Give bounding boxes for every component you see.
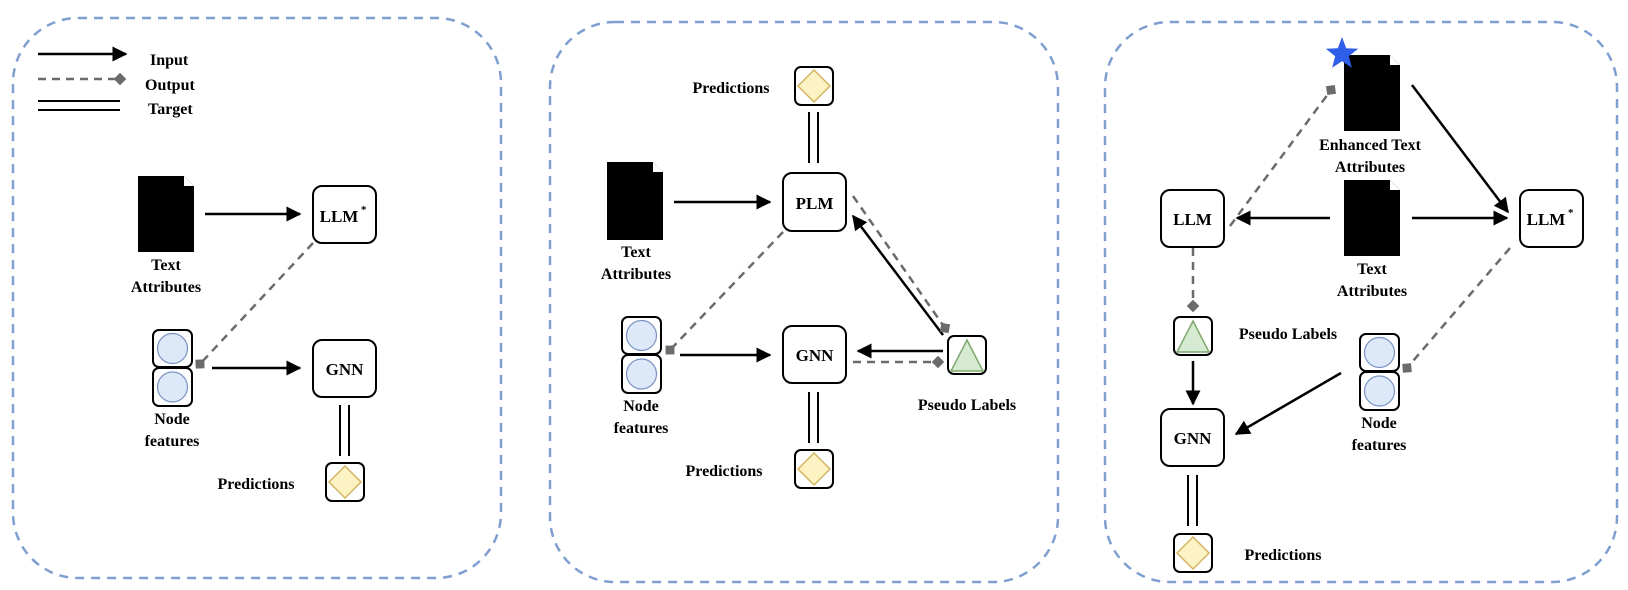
- llm-star-box: [312, 185, 377, 244]
- gnn-label-p2: GNN: [796, 346, 835, 365]
- prediction-top-diamond-icon: [796, 68, 832, 104]
- llm-left-output-to-enhanced-line: [1228, 84, 1337, 227]
- llm-right-output-to-node-line: [1402, 247, 1511, 373]
- llm-right-mark: *: [1568, 207, 1574, 219]
- gnn-label: GNN: [326, 360, 365, 379]
- node-to-gnn-arrow-p3: [1234, 371, 1342, 436]
- plm-output-to-pseudo-line: [851, 195, 951, 334]
- text-attributes-document-icon-2: [607, 162, 663, 240]
- panel-3-border: [1103, 20, 1619, 584]
- node-features-label-p3: Node: [1361, 415, 1397, 432]
- predictions-label-p3: Predictions: [1244, 547, 1321, 564]
- node-features-label-p3-2: features: [1352, 437, 1407, 454]
- prediction-bottom-diamond-icon: [796, 451, 832, 487]
- panel-2: Predictions Text Attributes PLM Node fea…: [548, 20, 1060, 584]
- node-features-label: Node: [154, 411, 190, 428]
- prediction-diamond-icon: [327, 464, 363, 500]
- panel-2-border: [548, 20, 1060, 584]
- star-icon: [1325, 37, 1359, 68]
- pseudo-labels-label-p2: Pseudo Labels: [918, 397, 1016, 414]
- llm-left-box: [1160, 189, 1225, 248]
- prediction-diamond-icon-p3: [1175, 535, 1211, 571]
- text-attributes-document-icon: [138, 176, 194, 252]
- text-attributes-label-p2-2: Attributes: [601, 266, 671, 283]
- panel-3: Enhanced Text Attributes Text Attributes…: [1103, 20, 1619, 584]
- node-features-label-2: features: [145, 433, 200, 450]
- gnn-box: [312, 339, 377, 398]
- gnn-box-p2: [782, 325, 847, 384]
- llm-right-label: LLM: [1527, 210, 1566, 229]
- plm-label: PLM: [796, 194, 834, 213]
- legend: Input Output Target: [38, 46, 195, 118]
- enhanced-text-label-2: Attributes: [1335, 159, 1405, 176]
- node-feature-circle-2: [156, 371, 189, 403]
- node-feature-circle-1: [156, 332, 189, 365]
- node-feature-circle-p3-1: [1363, 336, 1396, 369]
- pseudo-label-triangle-icon-p3: [1175, 319, 1211, 353]
- enhanced-to-llm-right-arrow: [1411, 84, 1509, 214]
- enhanced-text-document-icon: [1344, 55, 1400, 131]
- node-feature-circle-p2-1: [625, 319, 658, 352]
- text-attributes-label-2: Attributes: [131, 279, 201, 296]
- pseudo-label-triangle-icon: [949, 338, 985, 372]
- legend-output-label: Output: [145, 77, 195, 94]
- panel-1: Input Output Target Text Attributes LLM …: [11, 16, 503, 580]
- pseudo-to-plm-arrow: [852, 214, 944, 336]
- predictions-bottom-label: Predictions: [685, 463, 762, 480]
- node-feature-circle-p2-2: [625, 358, 658, 390]
- node-features-label-p2: Node: [623, 398, 659, 415]
- legend-input-label: Input: [150, 52, 189, 69]
- node-features-label-p2-2: features: [614, 420, 669, 437]
- text-attributes-label-p3: Text: [1357, 261, 1387, 278]
- llm-star-right-box: [1519, 189, 1584, 248]
- llm-mark: *: [361, 204, 367, 216]
- gnn-label-p3: GNN: [1174, 429, 1213, 448]
- text-attributes-document-icon-3: [1344, 180, 1400, 256]
- text-attributes-label-p2: Text: [621, 244, 651, 261]
- pseudo-labels-label-p3: Pseudo Labels: [1239, 326, 1337, 343]
- gnn-box-p3: [1160, 408, 1225, 467]
- plm-box: [782, 172, 847, 232]
- legend-target-label: Target: [148, 101, 193, 118]
- predictions-label: Predictions: [217, 476, 294, 493]
- llm-left-label: LLM: [1173, 210, 1212, 229]
- plm-output-to-node-line: [665, 231, 784, 355]
- text-attributes-label: Text: [151, 257, 181, 274]
- text-attributes-label-p3-2: Attributes: [1337, 283, 1407, 300]
- node-feature-circle-p3-2: [1363, 375, 1396, 407]
- llm-output-to-node-line: [195, 242, 314, 369]
- enhanced-text-label: Enhanced Text: [1319, 137, 1421, 154]
- llm-label: LLM: [320, 207, 359, 226]
- panel-1-border: [11, 16, 503, 580]
- predictions-top-label: Predictions: [692, 80, 769, 97]
